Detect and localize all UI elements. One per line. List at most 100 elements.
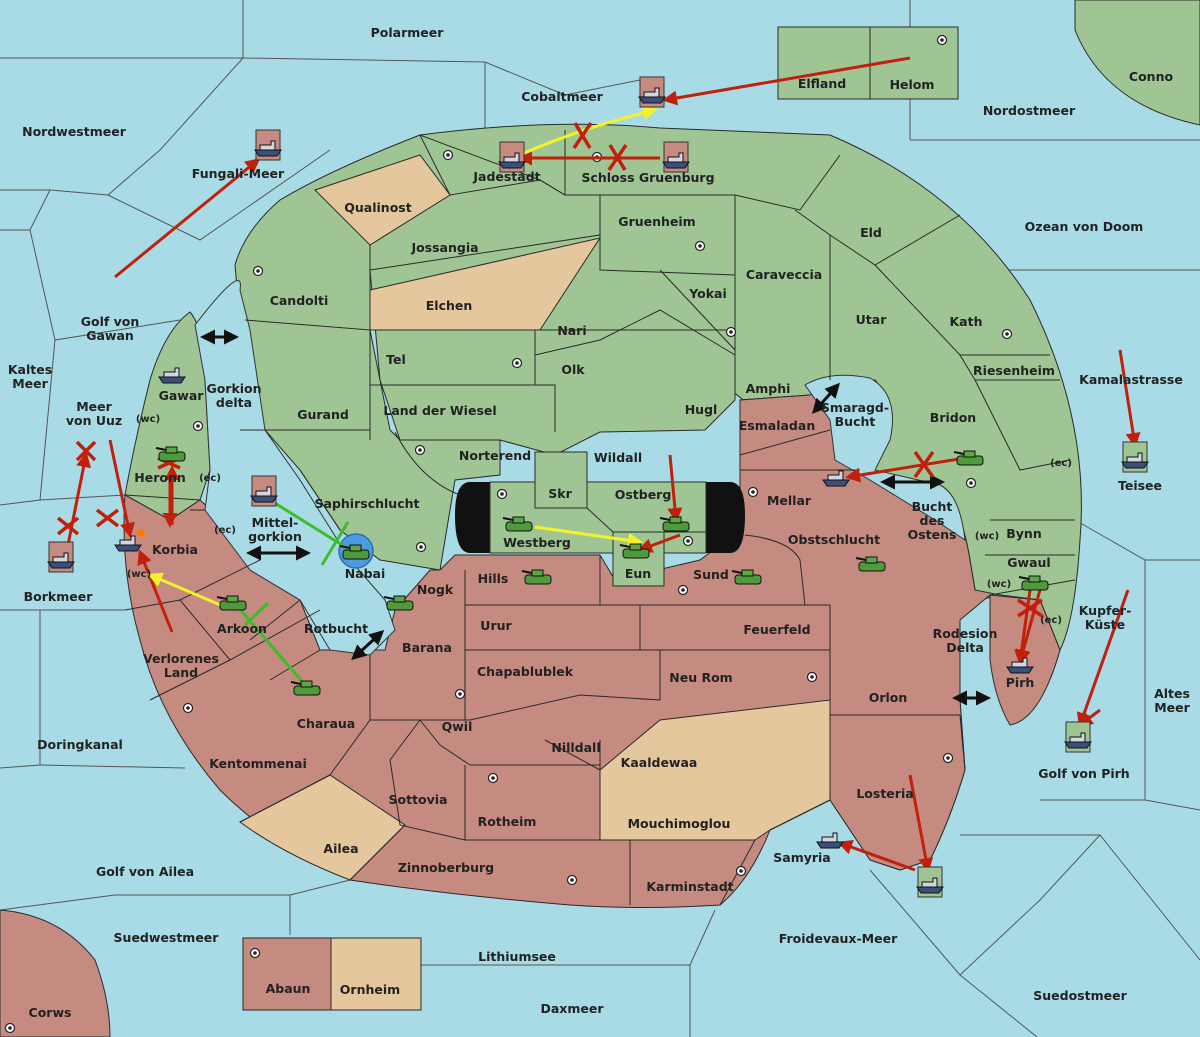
label-candolti: Candolti: [269, 293, 329, 308]
label-korbia: Korbia: [152, 542, 198, 557]
label-bynn: Bynn: [1006, 526, 1042, 541]
label-ec-bridon: (ec): [1050, 458, 1072, 469]
lake-smaragd: [804, 374, 966, 542]
label-norterend: Norterend: [458, 448, 532, 463]
label-elfland: Elfland: [797, 76, 847, 91]
label-neu-rom: Neu Rom: [669, 670, 733, 685]
fleet-unit[interactable]: [816, 832, 844, 849]
label-altes-meer: Altes Meer: [1154, 686, 1190, 715]
label-meer-von-uuz: Meer von Uuz: [65, 399, 123, 428]
fleet-unit[interactable]: [47, 541, 75, 573]
label-samyria: Samyria: [773, 850, 831, 865]
fleet-unit[interactable]: [662, 141, 690, 173]
label-kaltes-meer: Kaltes Meer: [7, 362, 53, 391]
label-doringkanal: Doringkanal: [37, 737, 123, 752]
army-unit[interactable]: [953, 450, 984, 466]
province-elfland[interactable]: [777, 26, 871, 100]
army-unit[interactable]: [502, 516, 533, 532]
dislodged-mark: [137, 529, 145, 537]
label-kupfer-kueste: Kupfer- Küste: [1078, 603, 1132, 632]
label-gurand: Gurand: [297, 407, 349, 422]
label-gawar: Gawar: [158, 388, 204, 403]
label-corws: Corws: [28, 1005, 72, 1020]
army-unit[interactable]: [383, 595, 414, 611]
province-ornheim[interactable]: [330, 937, 422, 1011]
fleet-unit[interactable]: [822, 470, 850, 487]
fleet-unit[interactable]: [498, 141, 526, 173]
label-westberg: Westberg: [503, 535, 571, 550]
label-lithiumsee: Lithiumsee: [478, 949, 556, 964]
label-teisee: Teisee: [1117, 478, 1163, 493]
army-unit[interactable]: [731, 569, 762, 585]
label-sottovia: Sottovia: [388, 792, 448, 807]
fleet-unit[interactable]: [250, 475, 278, 507]
army-unit[interactable]: [155, 446, 186, 462]
label-suedwestmeer: Suedwestmeer: [113, 930, 219, 945]
label-ornheim: Ornheim: [339, 982, 401, 997]
fleet-unit[interactable]: [254, 129, 282, 161]
army-unit[interactable]: [521, 569, 552, 585]
label-saphirschlucht: Saphirschlucht: [314, 496, 420, 511]
label-ailea: Ailea: [323, 841, 359, 856]
label-nordostmeer: Nordostmeer: [982, 103, 1076, 118]
province-ring-northwest[interactable]: [234, 134, 601, 571]
label-land-der-wiesel: Land der Wiesel: [383, 403, 497, 418]
label-cobaltmeer: Cobaltmeer: [521, 89, 603, 104]
label-hugl: Hugl: [684, 402, 718, 417]
label-jossangia: Jossangia: [411, 240, 479, 255]
label-froidevaux-meer: Froidevaux-Meer: [778, 931, 898, 946]
label-olk: Olk: [561, 362, 585, 377]
canal-arrows: [200, 329, 991, 706]
units-layer: [47, 76, 1149, 898]
label-suedostmeer: Suedostmeer: [1033, 988, 1127, 1003]
label-hills: Hills: [477, 571, 509, 586]
label-gorkion-delta: Gorkion delta: [206, 381, 262, 410]
label-ec-heronn: (ec): [199, 473, 221, 484]
fleet-unit[interactable]: [1064, 721, 1092, 753]
label-rodesion-delta: Rodesion Delta: [932, 626, 998, 655]
label-kath: Kath: [949, 314, 983, 329]
label-helom: Helom: [889, 77, 935, 92]
army-unit[interactable]: [619, 543, 650, 559]
army-unit[interactable]: [659, 516, 690, 532]
army-unit[interactable]: [1018, 575, 1049, 591]
label-bridon: Bridon: [929, 410, 977, 425]
fleet-unit[interactable]: [916, 866, 944, 898]
label-polarmeer: Polarmeer: [370, 25, 444, 40]
fleet-unit[interactable]: [114, 535, 142, 552]
label-kentommenai: Kentommenai: [209, 756, 307, 771]
label-wc-korbia: (wc): [126, 569, 152, 580]
army-unit[interactable]: [339, 544, 370, 560]
label-yokai: Yokai: [689, 286, 727, 301]
label-urur: Urur: [480, 618, 512, 633]
label-eld: Eld: [860, 225, 882, 240]
province-corws[interactable]: [0, 909, 111, 1037]
label-esmaladan: Esmaladan: [738, 418, 816, 433]
label-nordwestmeer: Nordwestmeer: [22, 124, 126, 139]
fleet-unit[interactable]: [158, 367, 186, 384]
label-golf-von-pirh: Golf von Pirh: [1038, 766, 1130, 781]
label-riesenheim: Riesenheim: [973, 363, 1055, 378]
label-golf-von-ailea: Golf von Ailea: [95, 864, 195, 879]
label-qwil: Qwil: [441, 719, 473, 734]
army-unit[interactable]: [290, 680, 321, 696]
province-conno[interactable]: [1074, 0, 1200, 126]
label-utar: Utar: [855, 312, 887, 327]
label-caraveccia: Caraveccia: [745, 267, 823, 282]
label-elchen: Elchen: [425, 298, 473, 313]
fleet-unit[interactable]: [638, 76, 666, 108]
fleet-unit[interactable]: [1121, 441, 1149, 473]
orders-green: [236, 498, 351, 687]
army-unit[interactable]: [855, 556, 886, 572]
army-unit[interactable]: [216, 595, 247, 611]
label-wc-gwaul: (wc): [986, 579, 1012, 590]
label-nilldall: Nilldall: [551, 740, 601, 755]
label-eun: Eun: [624, 566, 652, 581]
label-heronn: Heronn: [134, 470, 186, 485]
label-abaun: Abaun: [265, 981, 311, 996]
fleet-unit[interactable]: [1006, 657, 1034, 674]
label-zinnoberburg: Zinnoberburg: [397, 860, 495, 875]
label-daxmeer: Daxmeer: [540, 1001, 604, 1016]
label-chapablublek: Chapablublek: [476, 664, 574, 679]
